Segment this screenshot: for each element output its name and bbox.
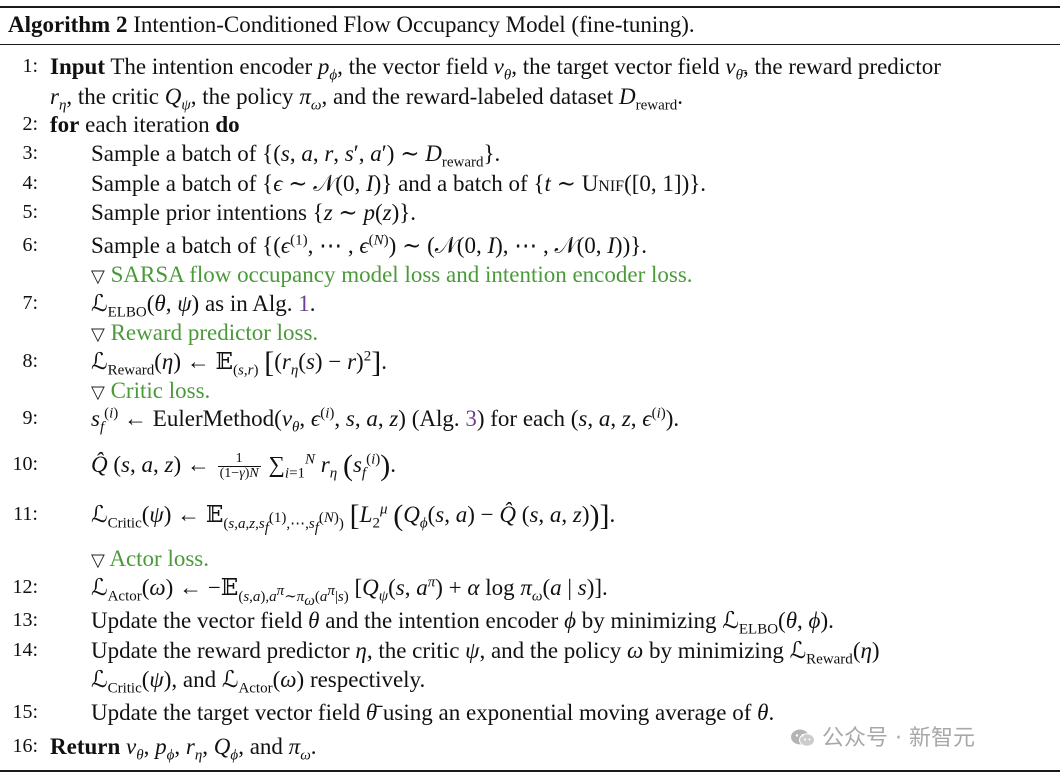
algo-line-16: 16: Return vθ, pϕ, rη, Qϕ, and πω. bbox=[12, 734, 317, 764]
top-rule bbox=[0, 6, 1060, 8]
watermark: 公众号 · 新智元 bbox=[790, 720, 975, 752]
line-text: Sample a batch of {(ϵ(1), ⋯ , ϵ(N)) ∼ (𝒩… bbox=[91, 232, 648, 258]
triangle-icon: ▽ bbox=[91, 550, 105, 570]
line-text: ℒELBO(θ, ψ) as in Alg. 1. bbox=[91, 291, 316, 321]
algo-line-1-cont: rη, the critic Qψ, the policy πω, and th… bbox=[0, 82, 1060, 114]
line-text: Update the target vector field θ̄ using … bbox=[91, 700, 775, 725]
triangle-icon: ▽ bbox=[91, 382, 105, 402]
line-text: ℒActor(ω) ← −𝔼(s,a),aπ∼πω(aπ|s) [Qψ(s, a… bbox=[91, 574, 608, 609]
line-text: ℒReward(η) ← 𝔼(s,r) [(rη(s) − r)2]. bbox=[91, 346, 387, 379]
algorithm-caption: Algorithm 2 Intention-Conditioned Flow O… bbox=[8, 9, 695, 41]
line-text: Input The intention encoder pϕ, the vect… bbox=[50, 54, 941, 84]
algo-line-13: 13: Update the vector field θ and the in… bbox=[12, 608, 834, 638]
line-number: 1: bbox=[22, 55, 38, 77]
bottom-rule bbox=[0, 770, 1060, 772]
triangle-icon: ▽ bbox=[91, 324, 105, 344]
line-text: ℒCritic(ψ), and ℒActor(ω) respectively. bbox=[91, 667, 426, 697]
algo-comment-reward: ▽ Reward predictor loss. bbox=[91, 320, 319, 345]
line-text: Update the reward predictor η, the criti… bbox=[91, 638, 880, 668]
algo-line-14-cont: ℒCritic(ψ), and ℒActor(ω) respectively. bbox=[0, 665, 1060, 697]
line-text: Return vθ, pϕ, rη, Qϕ, and πω. bbox=[50, 734, 317, 764]
caption-label: Algorithm 2 bbox=[8, 12, 128, 37]
line-text: Sample a batch of {(s, a, r, s′, a′) ∼ D… bbox=[91, 141, 501, 171]
wechat-icon bbox=[791, 729, 815, 747]
algo-line-12: 12: ℒActor(ω) ← −𝔼(s,a),aπ∼πω(aπ|s) [Qψ(… bbox=[12, 574, 608, 609]
caption-rule bbox=[0, 44, 1060, 45]
caption-title: Intention-Conditioned Flow Occupancy Mod… bbox=[133, 12, 695, 37]
line-text: ℒCritic(ψ) ← 𝔼(s,a,z,sf(1),⋯,sf(N)) [L2μ… bbox=[91, 499, 616, 536]
algo-line-5: 5: Sample prior intentions {z ∼ p(z)}. bbox=[22, 200, 417, 225]
line-text: Sample a batch of {ϵ ∼ 𝒩(0, I)} and a ba… bbox=[91, 171, 707, 196]
algo-line-4: 4: Sample a batch of {ϵ ∼ 𝒩(0, I)} and a… bbox=[22, 171, 707, 196]
line-text: Update the vector field θ and the intent… bbox=[91, 608, 834, 638]
line-text: Q̂ (s, a, z) ← 1(1−γ)N ∑i=1N rη (sf(i)). bbox=[91, 449, 396, 482]
algo-comment-sarsa: ▽ SARSA flow occupancy model loss and in… bbox=[91, 262, 693, 287]
algo-line-9: 9: sf(i) ← EulerMethod(vθ, ϵ(i), s, a, z… bbox=[22, 405, 680, 436]
triangle-icon: ▽ bbox=[91, 266, 105, 286]
algo-comment-actor: ▽ Actor loss. bbox=[91, 546, 209, 571]
algo-line-14: 14: Update the reward predictor η, the c… bbox=[12, 638, 880, 668]
watermark-text: 公众号 · 新智元 bbox=[822, 726, 975, 751]
algo-line-10: 10: Q̂ (s, a, z) ← 1(1−γ)N ∑i=1N rη (sf(… bbox=[12, 449, 396, 482]
algo-line-11: 11: ℒCritic(ψ) ← 𝔼(s,a,z,sf(1),⋯,sf(N)) … bbox=[13, 499, 616, 536]
line-text: for each iteration do bbox=[50, 112, 240, 137]
algo-comment-critic: ▽ Critic loss. bbox=[91, 378, 211, 403]
line-text: rη, the critic Qψ, the policy πω, and th… bbox=[50, 84, 684, 114]
algo-line-6: 6: Sample a batch of {(ϵ(1), ⋯ , ϵ(N)) ∼… bbox=[22, 232, 648, 258]
line-text: sf(i) ← EulerMethod(vθ, ϵ(i), s, a, z) (… bbox=[91, 405, 680, 436]
algo-line-1: 1: Input The intention encoder pϕ, the v… bbox=[0, 52, 1060, 84]
algo-line-8: 8: ℒReward(η) ← 𝔼(s,r) [(rη(s) − r)2]. bbox=[22, 346, 387, 379]
line-text: Sample prior intentions {z ∼ p(z)}. bbox=[91, 200, 417, 225]
algo-line-7: 7: ℒELBO(θ, ψ) as in Alg. 1. bbox=[22, 291, 316, 321]
algo-line-15: 15: Update the target vector field θ̄ us… bbox=[12, 700, 775, 725]
algo-line-3: 3: Sample a batch of {(s, a, r, s′, a′) … bbox=[22, 141, 501, 171]
algo-line-2: 2: for each iteration do bbox=[22, 112, 240, 137]
